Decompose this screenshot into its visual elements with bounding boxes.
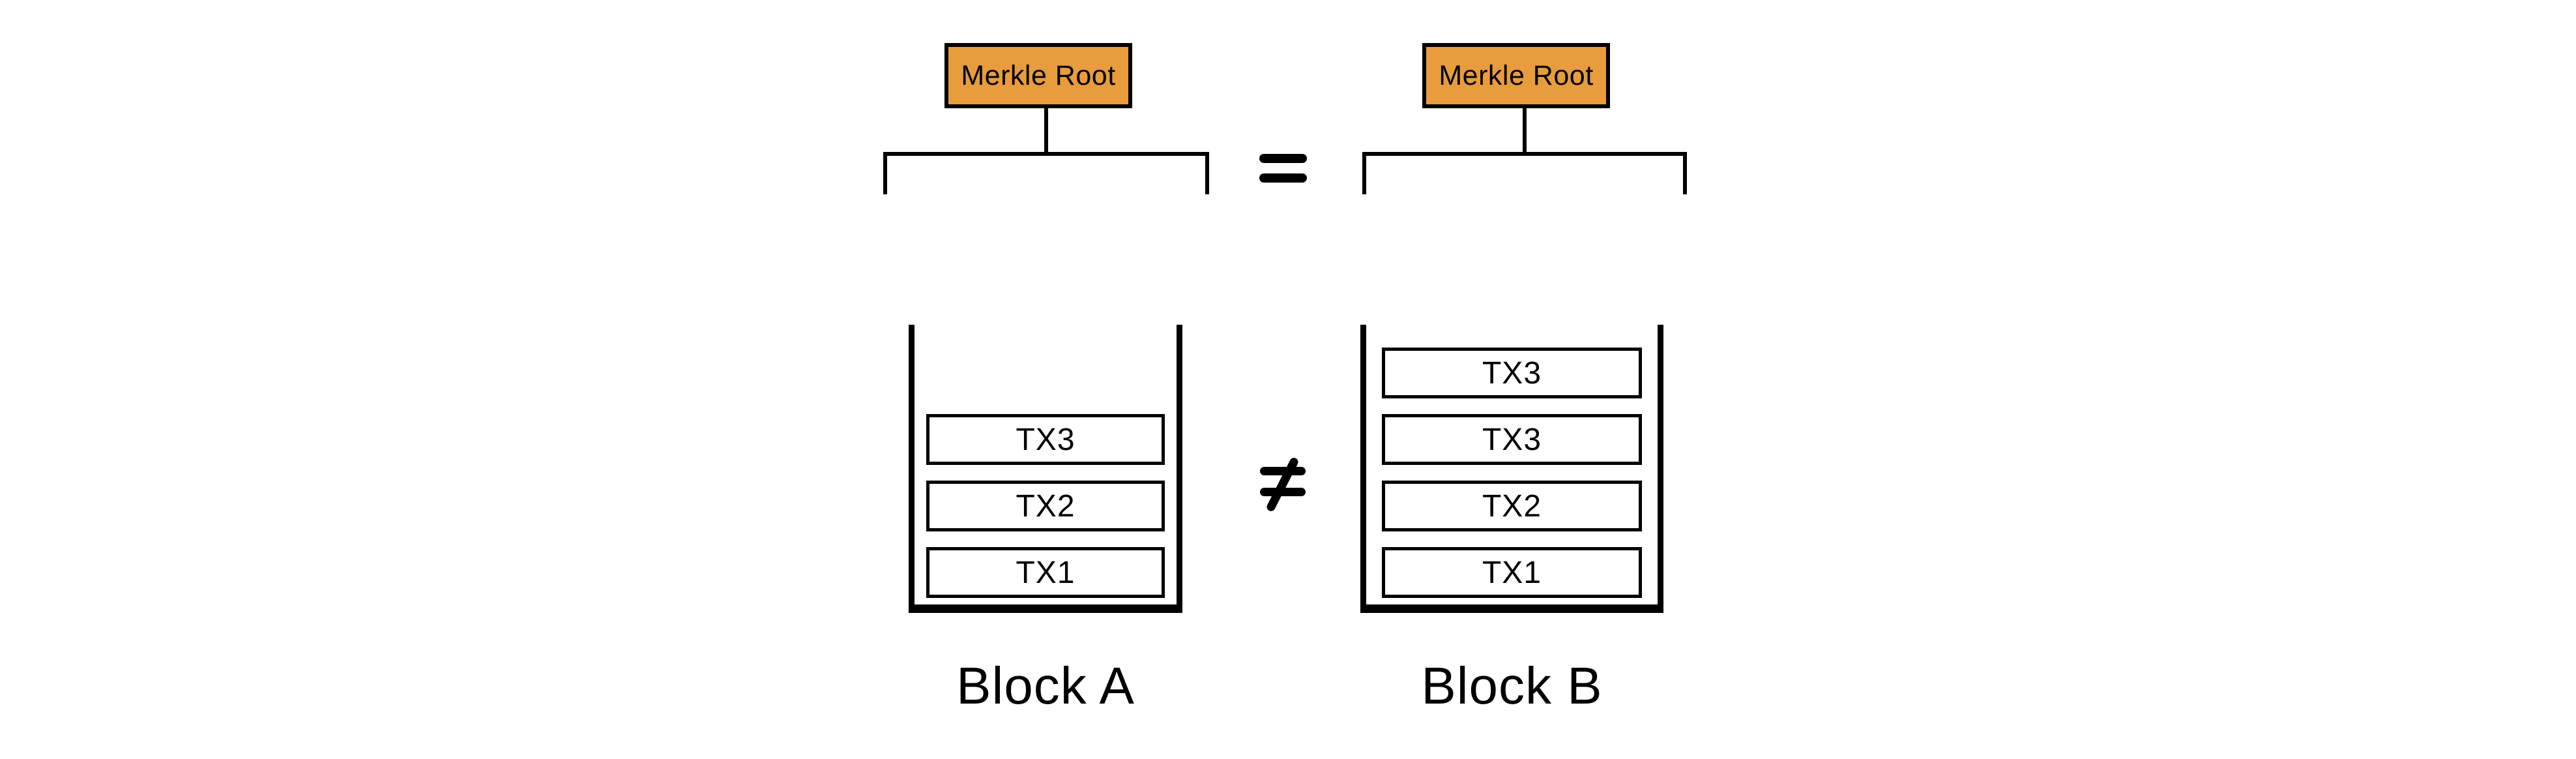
equals-bottom-bar — [1259, 173, 1307, 183]
tx-label: TX2 — [1482, 488, 1542, 524]
tree-stem-left — [1044, 108, 1048, 154]
tx-label: TX2 — [1016, 488, 1076, 524]
tree-stem-right — [1523, 108, 1527, 154]
block-b-tx-row: TX2 — [1382, 481, 1642, 531]
merkle-root-box-left: Merkle Root — [944, 43, 1132, 108]
tx-label: TX3 — [1482, 355, 1542, 391]
tx-label: TX3 — [1016, 422, 1076, 457]
tree-bracket-right-tick-left — [1362, 152, 1366, 194]
block-b-container: TX3 TX3 TX2 TX1 — [1360, 325, 1663, 613]
block-b-tx-row: TX3 — [1382, 348, 1642, 398]
tx-label: TX3 — [1482, 422, 1542, 457]
merkle-root-label-left: Merkle Root — [961, 59, 1116, 91]
not-equals-slash — [1265, 456, 1300, 513]
equals-icon — [1259, 154, 1307, 183]
block-b-tx-row: TX1 — [1382, 547, 1642, 598]
block-a-label: Block A — [956, 657, 1135, 715]
block-b-label: Block B — [1421, 657, 1603, 715]
block-a-container: TX3 TX2 TX1 — [909, 325, 1182, 613]
block-a-tx-row: TX1 — [926, 547, 1165, 598]
not-equals-icon — [1258, 454, 1308, 515]
tree-bracket-left-tick-right — [1205, 152, 1209, 194]
tx-label: TX1 — [1016, 555, 1076, 590]
block-b-tx-row: TX3 — [1382, 414, 1642, 465]
merkle-root-label-right: Merkle Root — [1439, 59, 1594, 91]
block-a-tx-row: TX3 — [926, 414, 1165, 465]
merkle-root-box-right: Merkle Root — [1422, 43, 1610, 108]
tree-bracket-left — [883, 152, 1209, 156]
equals-top-bar — [1259, 154, 1307, 163]
block-a-tx-row: TX2 — [926, 481, 1165, 531]
tx-label: TX1 — [1482, 555, 1542, 590]
tree-bracket-right — [1362, 152, 1687, 156]
tree-bracket-right-tick-right — [1683, 152, 1687, 194]
tree-bracket-left-tick-left — [883, 152, 887, 194]
